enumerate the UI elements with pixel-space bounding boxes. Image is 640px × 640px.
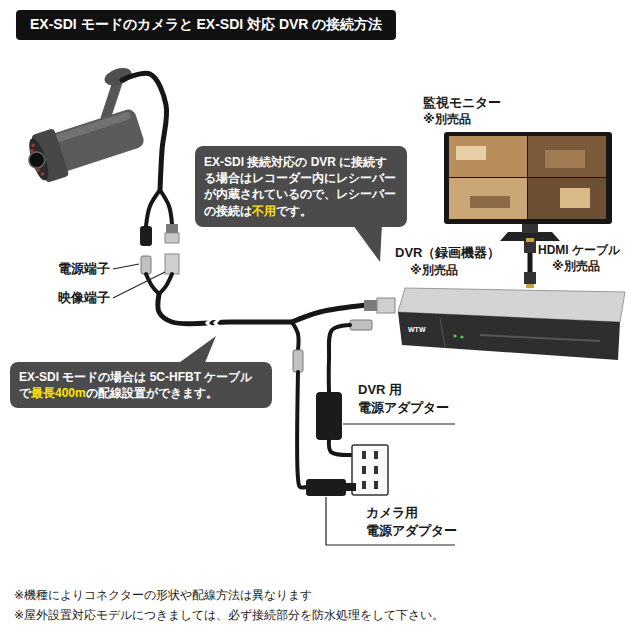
hdmi-connector xyxy=(524,272,536,284)
sold-separately-note: ※別売品 xyxy=(423,112,471,126)
camera-highlight xyxy=(48,111,131,145)
dc-plug xyxy=(350,320,372,330)
camera-view-detail xyxy=(470,196,510,208)
video-lead xyxy=(160,190,172,224)
adapter-label: 電源アダプター xyxy=(358,400,449,416)
outlet-socket xyxy=(362,466,366,474)
power-cable xyxy=(329,325,350,392)
title: EX-SDI モードのカメラと EX-SDI 対応 DVR の接続方法 xyxy=(30,16,382,34)
leader-line xyxy=(113,264,139,269)
terminal-label: 映像端子 xyxy=(58,290,110,306)
cable-break xyxy=(215,313,220,333)
hdmi-cable xyxy=(528,252,533,272)
callout-text: の配線設置ができます。 xyxy=(86,386,218,400)
device-label: 監視モニター xyxy=(423,95,501,111)
camera-view-detail xyxy=(545,150,585,168)
camera-view-detail xyxy=(456,146,486,160)
highlight-text: 不用 xyxy=(252,204,276,218)
dvr-panel-line xyxy=(480,335,600,341)
camera-view xyxy=(449,178,527,219)
footnote: ※屋外設置対応モデルにつきましては、必ず接続部分を防水処理をして下さい。 xyxy=(14,608,444,622)
dvr-led xyxy=(460,335,463,338)
adapter-prong xyxy=(346,483,356,491)
outlet-socket xyxy=(374,451,378,459)
camera-view xyxy=(528,136,606,177)
camera-view xyxy=(528,178,606,219)
callout-text: です。 xyxy=(276,204,312,218)
camera-view xyxy=(449,136,527,177)
camera-face xyxy=(25,136,52,182)
outlet-socket xyxy=(374,481,378,489)
cable-break xyxy=(207,313,212,333)
sold-separately-note: ※別売品 xyxy=(552,259,600,273)
callout-bubble: EX-SDI 接続対応の DVR に接続する場合はレコーダー内にレシーバーが内蔵… xyxy=(195,146,407,227)
callout-bubble: EX-SDI モードの場合は 5C-HFBT ケーブルで最長400mの配線設置が… xyxy=(10,362,272,408)
hdmi-connector xyxy=(524,241,536,253)
power-lead xyxy=(146,274,159,294)
dc-female-connector xyxy=(140,226,152,246)
power-outlet xyxy=(352,445,388,495)
hdmi-tip xyxy=(526,238,534,242)
device-label: DVR（録画機器） xyxy=(395,245,500,261)
camera-lens xyxy=(27,150,47,170)
leader-line xyxy=(343,423,455,424)
bnc-body xyxy=(364,300,378,311)
adapter-label: 電源アダプター xyxy=(366,523,457,539)
title-banner: EX-SDI モードのカメラと EX-SDI 対応 DVR の接続方法 xyxy=(16,10,396,40)
dc-male-connector xyxy=(141,256,151,274)
ir-led xyxy=(31,143,36,148)
camera-cable xyxy=(122,73,167,190)
outlet-socket xyxy=(362,451,366,459)
power-cable xyxy=(329,440,352,455)
ir-led xyxy=(36,168,41,173)
dc-plug xyxy=(293,350,303,372)
sold-separately-note: ※別売品 xyxy=(410,263,458,277)
dvr-panel-line xyxy=(440,318,445,347)
outlet-socket xyxy=(374,466,378,474)
ir-led xyxy=(40,172,45,177)
ir-led xyxy=(30,149,35,154)
hdmi-tip xyxy=(526,284,534,288)
camera-power-adapter xyxy=(306,479,346,496)
callout-tail xyxy=(176,336,216,365)
highlight-text: 最長400m xyxy=(31,386,86,400)
cable-label: HDMI ケーブル xyxy=(538,243,620,257)
bnc-connector xyxy=(377,298,395,313)
callout-tail xyxy=(352,224,382,262)
adapter-label: DVR 用 xyxy=(358,382,402,398)
monitor-base xyxy=(500,232,560,241)
power-cable xyxy=(292,322,299,350)
camera-view-detail xyxy=(560,188,590,208)
bnc-female-connector xyxy=(165,233,179,243)
bullet-camera xyxy=(10,65,156,186)
footnote: ※機種によりコネクターの形状や配線方法は異なります xyxy=(14,588,312,602)
leader-line xyxy=(113,272,165,298)
main-cable xyxy=(158,294,292,324)
brand-logo: WTW xyxy=(408,326,426,334)
power-lead xyxy=(146,190,160,226)
video-cable xyxy=(292,305,366,322)
bnc-male-connector xyxy=(165,254,179,274)
outlet-socket xyxy=(362,481,366,489)
dvr-power-adapter xyxy=(316,392,342,440)
dvr-front xyxy=(398,312,620,360)
adapter-label: カメラ用 xyxy=(366,505,418,521)
terminal-label: 電源端子 xyxy=(58,261,110,277)
video-lead xyxy=(159,274,172,294)
power-cable xyxy=(297,372,306,487)
dvr-led xyxy=(453,334,456,337)
monitor-frame xyxy=(444,132,612,224)
